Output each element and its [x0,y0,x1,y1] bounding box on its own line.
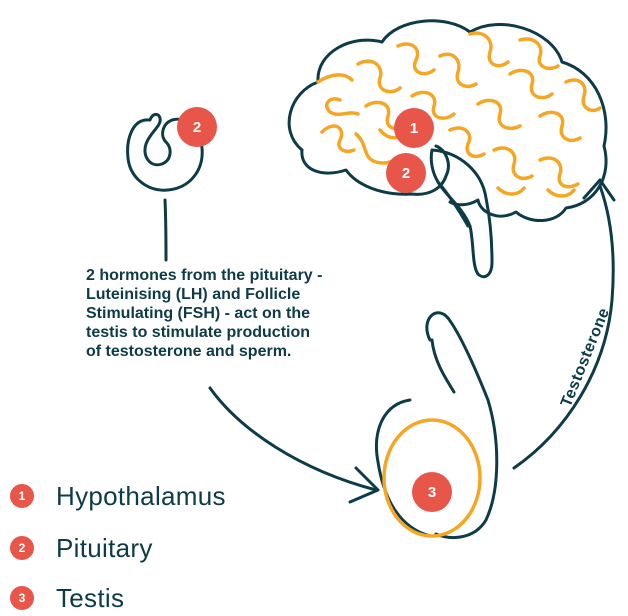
badge-pituitary-brain-number: 2 [402,165,410,182]
legend-label: Pituitary [56,533,153,564]
testosterone-arrow-label: Testosterone [558,306,613,410]
caption-line: 2 hormones from the pituitary - [86,266,416,285]
badge-testis-number: 3 [428,484,436,501]
legend-number-badge: 2 [10,536,34,560]
legend-number-badge: 3 [10,586,34,610]
hormone-arrow [210,388,378,502]
gland-connector-line [165,200,166,260]
caption-line: of testosterone and sperm. [86,342,416,361]
badge-testis: 3 [412,472,452,512]
badge-pituitary-brain: 2 [386,153,426,193]
caption-line: Stimulating (FSH) - act on the [86,304,416,323]
badge-hypothalamus: 1 [394,108,434,148]
badge-pituitary-gland: 2 [177,107,217,147]
brain-outline [289,21,606,277]
caption-line: Luteinising (LH) and Follicle [86,285,416,304]
legend-item-hypothalamus: 1 Hypothalamus [8,478,226,514]
legend-number-badge: 1 [10,484,34,508]
brain-folds [318,33,600,196]
legend-label: Hypothalamus [56,481,226,512]
hormone-caption: 2 hormones from the pituitary - Luteinis… [86,266,416,361]
badge-hypothalamus-number: 1 [410,120,418,137]
legend-item-testis: 3 Testis [8,580,124,616]
caption-line: testis to stimulate production [86,323,416,342]
legend-item-pituitary: 2 Pituitary [8,530,153,566]
badge-pituitary-gland-number: 2 [193,119,201,136]
